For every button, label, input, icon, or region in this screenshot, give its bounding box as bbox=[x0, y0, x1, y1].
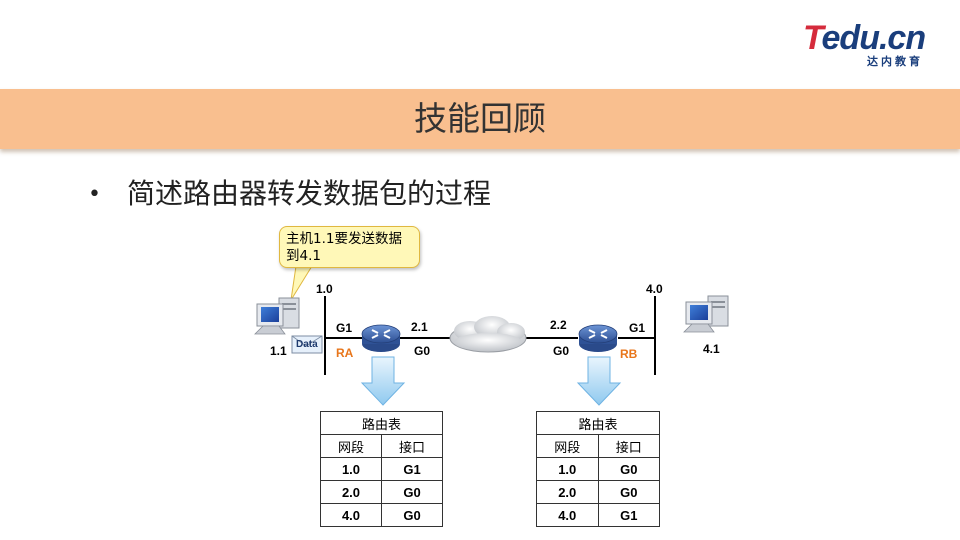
routing-table-title: 路由表 bbox=[536, 411, 660, 435]
table-cell: 1.0 bbox=[536, 457, 599, 481]
table-cell: 4.0 bbox=[320, 503, 382, 527]
host-label-left: 1.1 bbox=[270, 344, 287, 358]
table-cell: G0 bbox=[381, 480, 443, 504]
callout-bubble: 主机1.1要发送数据 到4.1 bbox=[279, 226, 420, 268]
logo-subtitle: 达内教育 bbox=[867, 55, 923, 68]
table-row: 1.0 G0 bbox=[536, 457, 660, 481]
table-cell: G0 bbox=[597, 480, 660, 504]
router-name-ra: RA bbox=[336, 346, 354, 360]
tedu-logo: Tedu.cn 达内教育 bbox=[803, 20, 938, 68]
routing-table-title: 路由表 bbox=[320, 411, 443, 435]
ra-g0-label: G0 bbox=[414, 344, 431, 358]
computer-icon bbox=[683, 295, 729, 333]
router-icon bbox=[361, 324, 401, 352]
routing-table-ra: 路由表 网段 接口 1.0 G1 2.0 G0 4.0 G0 bbox=[320, 411, 443, 527]
network-label-left: 1.0 bbox=[316, 282, 333, 296]
table-row: 1.0 G1 bbox=[320, 457, 443, 481]
table-row: 4.0 G0 bbox=[320, 503, 443, 527]
logo-domain: edu.cn bbox=[821, 19, 927, 57]
table-row: 2.0 G0 bbox=[320, 480, 443, 504]
table-cell: G0 bbox=[381, 503, 443, 527]
table-cell: G1 bbox=[597, 503, 660, 527]
bullet-marker: • bbox=[88, 182, 101, 207]
rb-g0-label: G0 bbox=[553, 344, 570, 358]
router-name-rb: RB bbox=[620, 347, 638, 361]
table-cell: G0 bbox=[597, 457, 660, 481]
ra-ip-label: 2.1 bbox=[411, 320, 428, 334]
callout-pointer bbox=[290, 265, 313, 301]
network-label-right: 4.0 bbox=[646, 282, 663, 296]
computer-icon bbox=[254, 297, 300, 335]
table-cell: 1.0 bbox=[320, 457, 382, 481]
table-cell: 2.0 bbox=[536, 480, 599, 504]
table-cell: 2.0 bbox=[320, 480, 382, 504]
title-banner: 技能回顾 bbox=[0, 89, 960, 149]
column-header-network: 网段 bbox=[320, 434, 382, 458]
column-header-interface: 接口 bbox=[597, 434, 660, 458]
data-packet-icon bbox=[291, 335, 323, 354]
table-row: 4.0 G1 bbox=[536, 503, 660, 527]
table-row: 2.0 G0 bbox=[536, 480, 660, 504]
rb-ip-label: 2.2 bbox=[550, 318, 567, 332]
logo-letter-t: T bbox=[803, 19, 822, 57]
host-label-right: 4.1 bbox=[703, 342, 720, 356]
logo-wordmark: Tedu.cn bbox=[803, 19, 927, 57]
callout-line-1: 主机1.1要发送数据 bbox=[286, 231, 402, 247]
router-icon bbox=[578, 324, 618, 352]
bullet-text: 简述路由器转发数据包的过程 bbox=[127, 177, 492, 210]
data-packet-label: Data bbox=[296, 339, 318, 350]
ra-g1-label: G1 bbox=[336, 321, 353, 335]
table-cell: G1 bbox=[381, 457, 443, 481]
callout-line-2: 到4.1 bbox=[286, 248, 321, 264]
slide-title: 技能回顾 bbox=[414, 99, 546, 138]
rb-g1-label: G1 bbox=[629, 321, 646, 335]
column-header-network: 网段 bbox=[536, 434, 599, 458]
arrow-down-icon bbox=[360, 356, 406, 406]
column-header-interface: 接口 bbox=[381, 434, 443, 458]
routing-table-rb: 路由表 网段 接口 1.0 G0 2.0 G0 4.0 G1 bbox=[536, 411, 660, 527]
arrow-down-icon bbox=[576, 356, 622, 406]
table-cell: 4.0 bbox=[536, 503, 599, 527]
wan-cloud-icon bbox=[449, 316, 527, 353]
